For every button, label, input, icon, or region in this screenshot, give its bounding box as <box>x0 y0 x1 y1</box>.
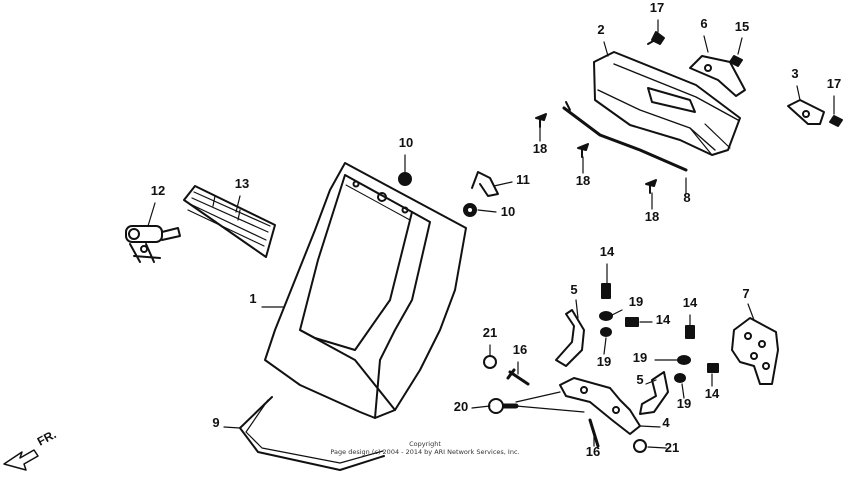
part-4-bracket <box>559 377 641 435</box>
callout-c16a: 16 <box>513 342 527 357</box>
callout-c14c: 14 <box>683 295 698 310</box>
grommets-19 <box>599 311 691 383</box>
part-1-front-cover <box>264 162 467 419</box>
part-9-trim <box>239 396 385 471</box>
part-5-stay-right <box>639 371 669 415</box>
part-3-plate <box>787 99 825 125</box>
callout-c17a: 17 <box>650 0 664 15</box>
callout-c15: 15 <box>735 19 749 34</box>
callout-c10a: 10 <box>399 135 413 150</box>
callout-c14d: 14 <box>705 386 720 401</box>
callout-c9: 9 <box>212 415 219 430</box>
part-8-seal <box>562 101 688 172</box>
callout-c18a: 18 <box>533 141 547 156</box>
callout-c21a: 21 <box>483 325 497 340</box>
callout-c5a: 5 <box>570 282 577 297</box>
callout-c6: 6 <box>700 16 707 31</box>
callout-c19c: 19 <box>633 350 647 365</box>
callout-c8: 8 <box>683 190 690 205</box>
callout-c11: 11 <box>516 172 530 187</box>
part-5-stay-left <box>555 309 585 367</box>
part-7-plate <box>731 317 779 385</box>
direction-arrow-icon <box>3 449 39 471</box>
callout-c14a: 14 <box>600 244 615 259</box>
part-12-lock <box>125 225 181 263</box>
callout-c7: 7 <box>742 286 749 301</box>
callout-c19b: 19 <box>597 354 611 369</box>
callout-c17b: 17 <box>827 76 841 91</box>
callout-c3: 3 <box>791 66 798 81</box>
callout-c1: 1 <box>249 291 256 306</box>
callout-c19d: 19 <box>677 396 691 411</box>
callout-c21b: 21 <box>665 440 679 455</box>
callout-c18c: 18 <box>645 209 659 224</box>
callout-c19a: 19 <box>629 294 643 309</box>
callout-c2: 2 <box>597 22 604 37</box>
callout-c12: 12 <box>151 183 165 198</box>
copyright-line1: Copyright <box>409 440 441 448</box>
copyright-line2: Page design (c) 2004 - 2014 by ARI Netwo… <box>330 448 520 456</box>
callout-c5b: 5 <box>636 372 643 387</box>
leader-lines <box>147 19 835 449</box>
callout-c13: 13 <box>235 176 249 191</box>
part-13-grille <box>183 185 276 258</box>
callout-c18b: 18 <box>576 173 590 188</box>
part-11-clip <box>471 171 499 197</box>
callout-c20: 20 <box>454 399 468 414</box>
part-6-bracket <box>689 55 746 97</box>
callout-c10b: 10 <box>501 204 515 219</box>
screws-18 <box>535 113 657 194</box>
callout-c16b: 16 <box>586 444 600 459</box>
bolts-14 <box>601 283 719 373</box>
part-10-nuts <box>398 172 477 217</box>
screws-upper <box>647 31 843 127</box>
callout-c4: 4 <box>662 415 670 430</box>
callout-c14b: 14 <box>656 312 671 327</box>
part-2-cowl <box>593 51 741 156</box>
